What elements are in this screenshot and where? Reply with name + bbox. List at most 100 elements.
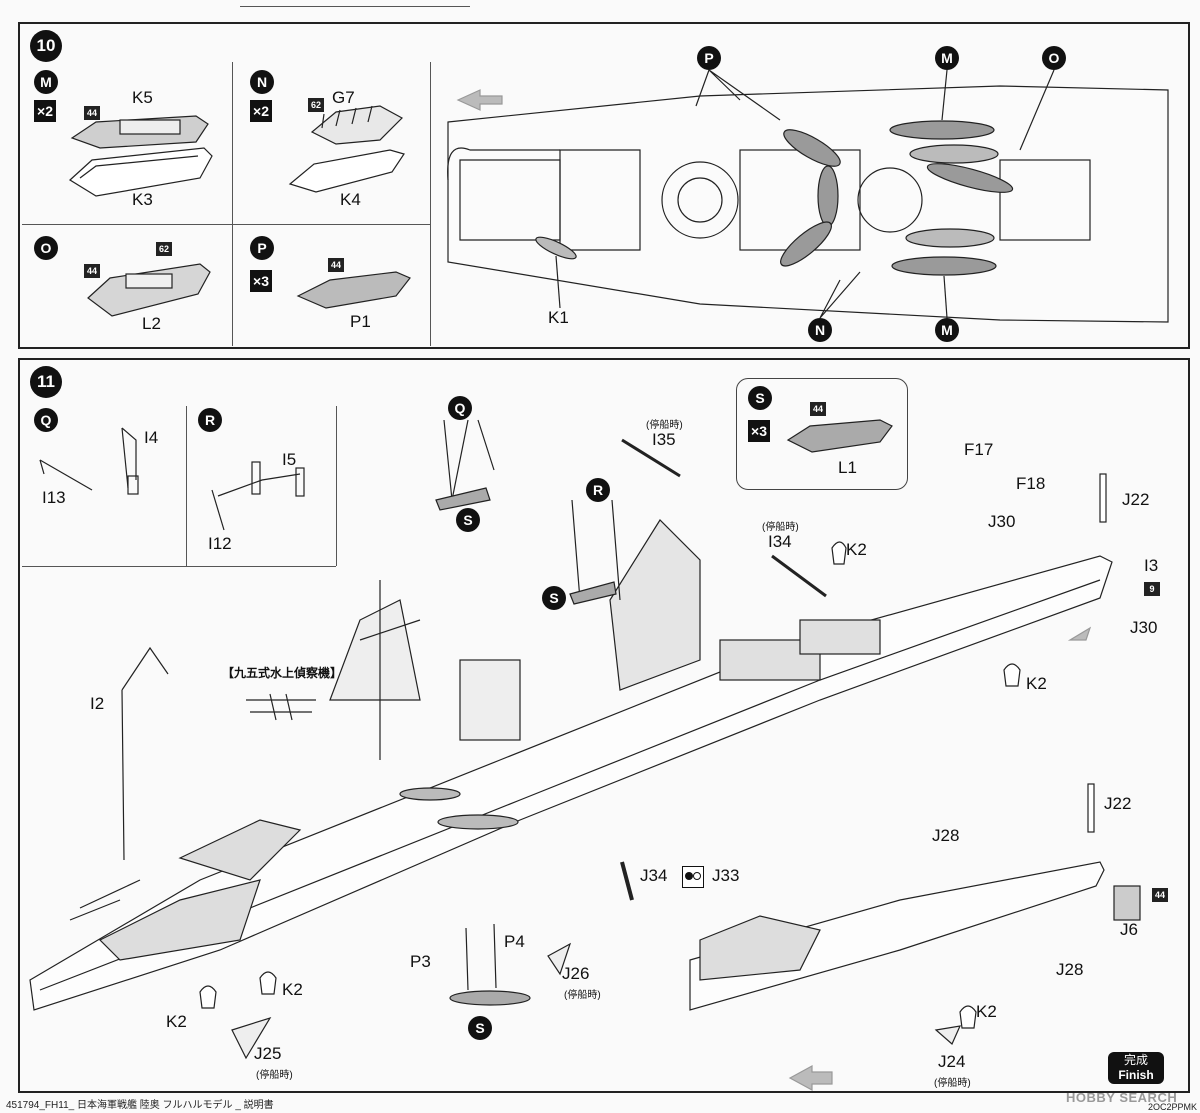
sub-m-color-code: 44 [84, 106, 100, 120]
crane-r-drawing [211, 461, 305, 531]
sub-r-badge: R [198, 408, 222, 432]
glue-symbol [682, 866, 704, 888]
part-k4-label: K4 [340, 190, 361, 209]
qr-box-divider [186, 406, 187, 566]
sub-n-badge: N [250, 70, 274, 94]
part-k2-label-bottomleft: K2 [166, 1012, 187, 1031]
callout-r-crane: R [586, 478, 610, 502]
part-i3-label: I3 [1144, 556, 1159, 575]
watermark: HOBBY SEARCH [1066, 1090, 1178, 1105]
part-i2-label: I2 [90, 694, 105, 713]
part-j25-label: J25 [254, 1044, 282, 1063]
sub-s-multiplier: ×3 [748, 420, 770, 442]
part-i35-label: I35 [652, 430, 676, 449]
launch-l2-drawing [87, 263, 211, 317]
i34-note: (停船時) [762, 522, 799, 533]
deck-plan-drawing [447, 69, 1169, 323]
battleship-iso-drawing [29, 419, 1113, 1060]
i35-note: (停船時) [646, 420, 683, 431]
j25-note: (停船時) [256, 1070, 293, 1081]
part-p3-label: P3 [410, 952, 431, 971]
sub-s-box [736, 378, 908, 490]
part-i13-label: I13 [42, 488, 66, 507]
part-f17-label: F17 [964, 440, 994, 459]
part-j28-label-bottom: J28 [1056, 960, 1084, 979]
bow-detail-drawing [689, 783, 1141, 1092]
step-10-badge: 10 [30, 30, 62, 62]
part-k2-label-left: K2 [282, 980, 303, 999]
part-k5-label: K5 [132, 88, 153, 107]
sub-n-multiplier: ×2 [250, 100, 272, 122]
aircraft-label: 【九五式水上偵察機】 [222, 666, 343, 680]
sub-o-badge: O [34, 236, 58, 260]
qr-box-bottom [22, 566, 336, 567]
part-g7-label: G7 [332, 88, 355, 107]
sub-m-multiplier: ×2 [34, 100, 56, 122]
part-l2-label: L2 [142, 314, 161, 333]
part-i34-label: I34 [768, 532, 792, 551]
callout-o: O [1042, 46, 1066, 70]
step-10-frame [18, 22, 1190, 349]
sub-p-badge: P [250, 236, 274, 260]
sub-s-badge: S [748, 386, 772, 410]
part-f18-label: F18 [1016, 474, 1046, 493]
part-j30-label-right: J30 [1130, 618, 1158, 637]
top-edge-line [240, 6, 470, 7]
sub-p-color-code: 44 [328, 258, 344, 272]
sub-o-color-code-a: 44 [84, 264, 100, 278]
finish-en: Finish [1118, 1068, 1154, 1082]
boat-p1-drawing [296, 271, 411, 309]
footer-code: 2OC2PPMK [1148, 1102, 1198, 1112]
callout-s-crane-2: S [542, 586, 566, 610]
part-p4-label: P4 [504, 932, 525, 951]
part-k2-label-mid: K2 [1026, 674, 1047, 693]
part-k2-label-top: K2 [846, 540, 867, 559]
part-j6-label: J6 [1120, 920, 1138, 939]
sub-p-multiplier: ×3 [250, 270, 272, 292]
callout-q-crane: Q [448, 396, 472, 420]
part-j22-label-top: J22 [1122, 490, 1150, 509]
callout-m-bottom: M [935, 318, 959, 342]
callout-n: N [808, 318, 832, 342]
footer-doc-id: 451794_FH11_ 日本海軍戦艦 陸奥 フルハルモデル _ 説明書 [6, 1100, 274, 1111]
j26-note: (停船時) [564, 990, 601, 1001]
qr-box-right [336, 406, 337, 566]
part-l1-label: L1 [838, 458, 857, 477]
part-j26-label: J26 [562, 964, 590, 983]
part-j33-label: J33 [712, 866, 740, 885]
step-11-badge: 11 [30, 366, 62, 398]
boat-l1-drawing [786, 419, 893, 453]
j6-color-code: 44 [1152, 888, 1168, 902]
j24-note: (停船時) [934, 1078, 971, 1089]
part-p1-label: P1 [350, 312, 371, 331]
sub-n-color-code: 62 [308, 98, 324, 112]
step10-divider-h [22, 224, 430, 225]
sub-m-badge: M [34, 70, 58, 94]
part-k1-label: K1 [548, 308, 569, 327]
part-j30-label-top: J30 [988, 512, 1016, 531]
part-i5-label: I5 [282, 450, 297, 469]
part-j22-label-bottom: J22 [1104, 794, 1132, 813]
finish-jp: 完成 [1123, 1053, 1148, 1067]
part-k3-label: K3 [132, 190, 153, 209]
part-j28-label-top: J28 [932, 826, 960, 845]
step10-divider-v1 [232, 62, 233, 346]
glue-symbol-dot-b [693, 872, 701, 880]
crane-q-drawing [39, 427, 139, 495]
sub-q-badge: Q [34, 408, 58, 432]
part-j34-label: J34 [640, 866, 668, 885]
callout-m-top: M [935, 46, 959, 70]
part-j24-label: J24 [938, 1052, 966, 1071]
launch-k5-k3-drawing [69, 115, 213, 197]
part-i4-label: I4 [144, 428, 159, 447]
step-11-frame [18, 358, 1190, 1093]
callout-p: P [697, 46, 721, 70]
glue-symbol-dot-a [685, 872, 693, 880]
step10-divider-v2 [430, 62, 431, 346]
callout-s-bottom: S [468, 1016, 492, 1040]
part-i12-label: I12 [208, 534, 232, 553]
part-k2-label-bottomright: K2 [976, 1002, 997, 1021]
sub-s-color-code: 44 [810, 402, 826, 416]
cutter-g7-k4-drawing [288, 105, 405, 193]
